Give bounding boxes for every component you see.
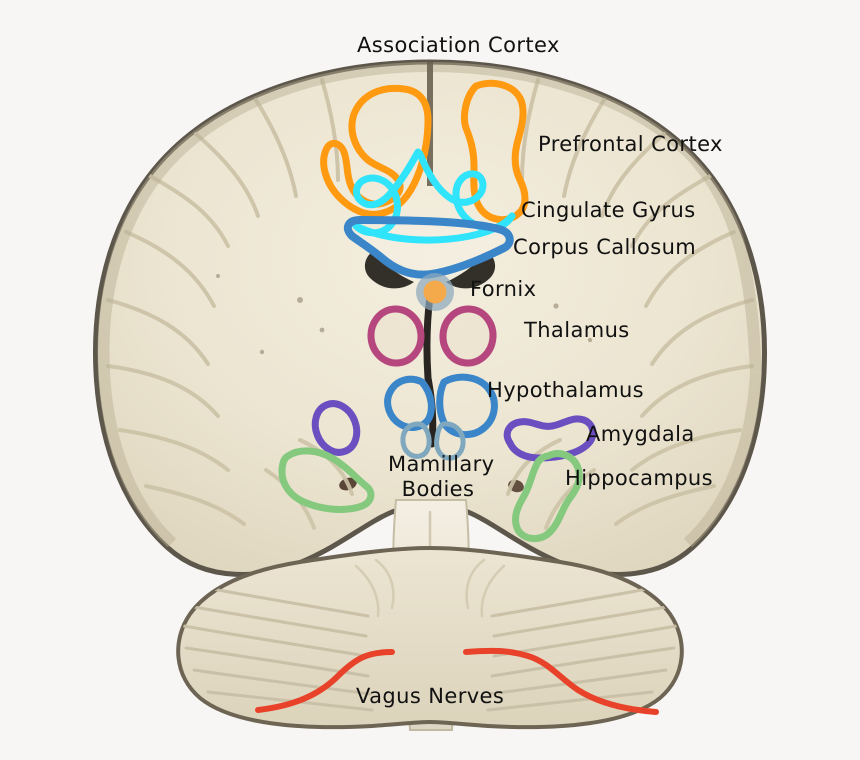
vagus-nerve-line-left[interactable]	[255, 649, 395, 713]
cerebellum-outline	[176, 545, 684, 730]
lateral-ventricle-left	[364, 252, 414, 289]
thalamus-mass-right	[440, 308, 492, 362]
label-cingulate-gyrus: Cingulate Gyrus	[521, 198, 696, 222]
mamillary-body-outline-left[interactable]	[400, 421, 432, 459]
cerebellum-group	[176, 545, 684, 730]
hypothalamus-outline-right[interactable]	[436, 373, 498, 438]
label-hypothalamus: Hypothalamus	[487, 378, 645, 402]
thalamus-outline-right[interactable]	[439, 305, 497, 367]
label-fornix: Fornix	[470, 277, 537, 301]
label-vagus-nerves: Vagus Nerves	[356, 684, 505, 708]
label-amygdala: Amygdala	[586, 422, 695, 446]
cingulate-gyrus-outline-left[interactable]	[352, 148, 422, 237]
label-thalamus: Thalamus	[524, 318, 630, 342]
cerebrum-group	[93, 59, 767, 577]
vagus-nerve-line-right[interactable]	[463, 647, 659, 715]
thalamus-mass-left	[370, 308, 422, 362]
label-mamillary-bodies: Mamillary Bodies	[388, 452, 495, 501]
fornix-marker-dot[interactable]	[423, 280, 447, 304]
label-association-cortex: Association Cortex	[357, 33, 560, 57]
annotation-overlay	[255, 79, 659, 715]
amygdala-outline-left[interactable]	[308, 397, 364, 458]
mamillary-body-outline-right[interactable]	[434, 421, 466, 461]
hippocampus-outline-left[interactable]	[278, 447, 375, 513]
association-cortex-outline[interactable]	[320, 84, 432, 218]
prefrontal-cortex-outline[interactable]	[460, 79, 529, 224]
hippocampus-outline-right[interactable]	[512, 450, 583, 542]
thalamus-outline-left[interactable]	[367, 305, 425, 367]
label-corpus-callosum: Corpus Callosum	[513, 235, 697, 259]
sulci-left	[106, 78, 340, 526]
third-ventricle	[423, 292, 437, 448]
cerebrum-detail	[97, 62, 762, 548]
cingulate-gyrus-link[interactable]	[352, 212, 516, 244]
sulci-right	[520, 78, 754, 526]
cortical-ribbon	[97, 62, 762, 548]
tissue-speckles	[216, 274, 593, 355]
hypothalamus-outline-left[interactable]	[384, 375, 435, 431]
label-prefrontal-cortex: Prefrontal Cortex	[538, 132, 723, 156]
label-hippocampus: Hippocampus	[565, 466, 713, 490]
corpus-callosum-outline[interactable]	[343, 216, 514, 279]
